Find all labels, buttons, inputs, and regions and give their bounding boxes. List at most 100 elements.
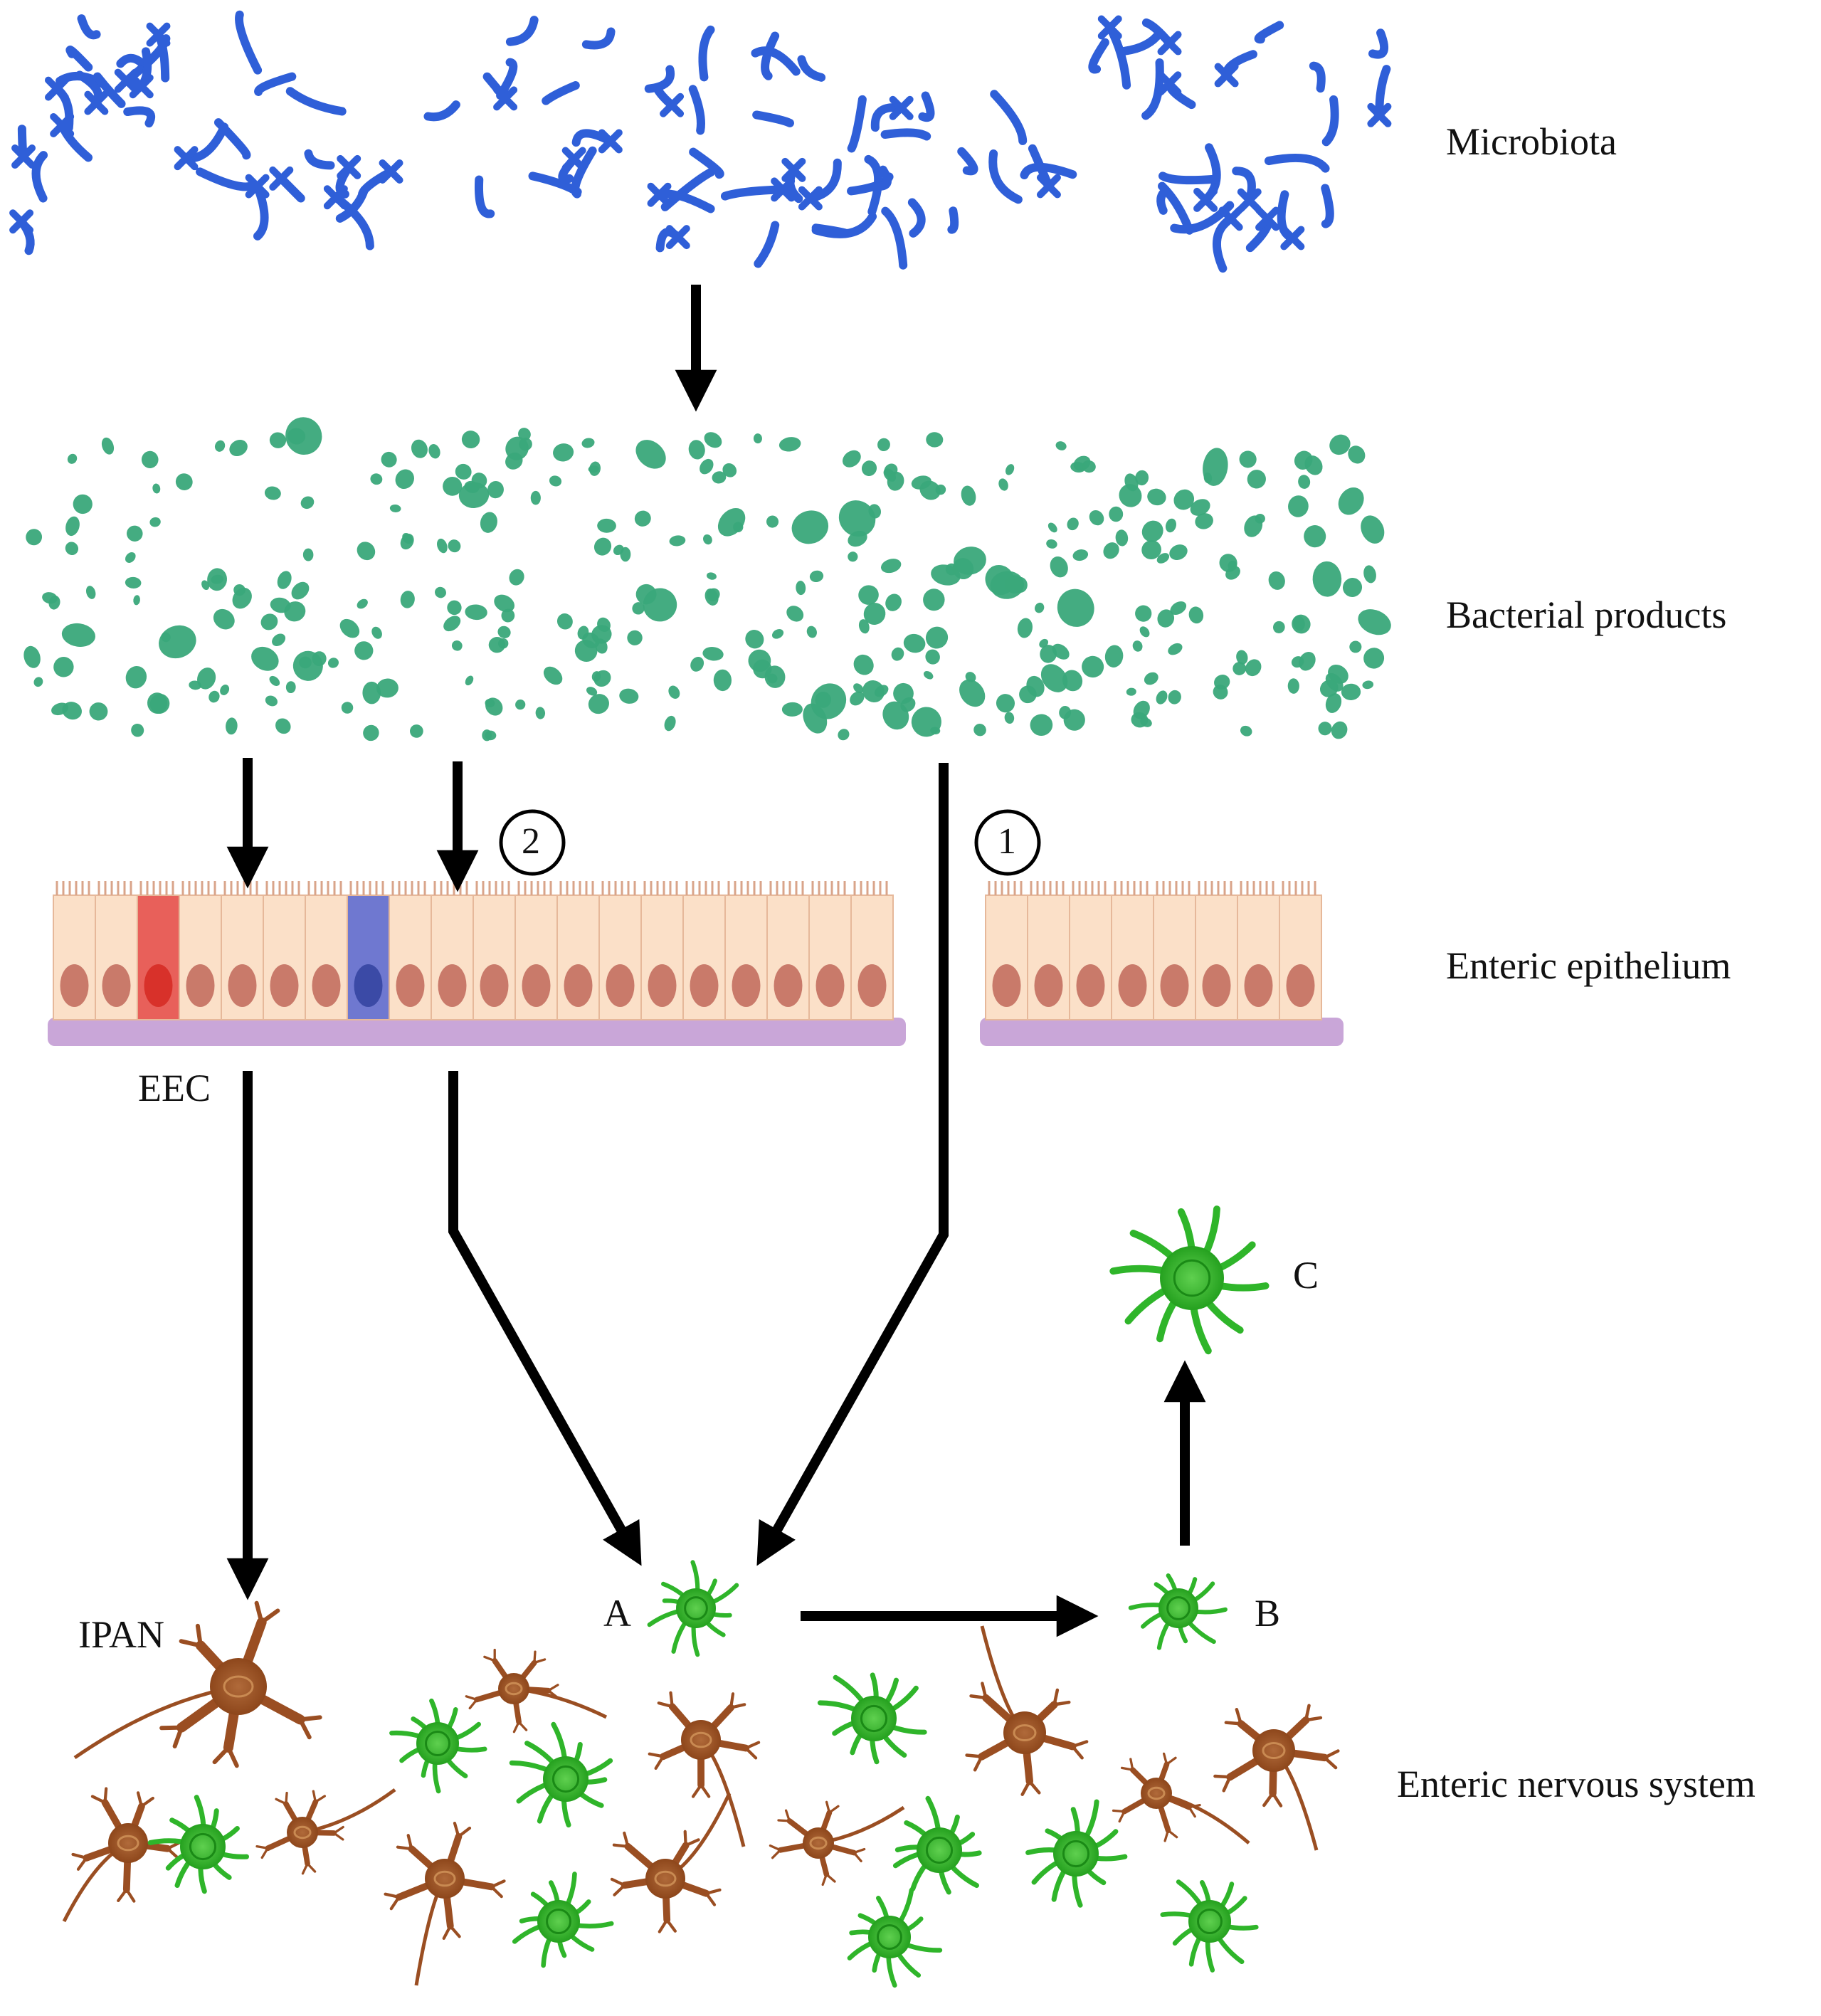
bacterium — [1259, 25, 1280, 39]
bacterial-product — [298, 494, 316, 511]
nucleus — [396, 964, 425, 1007]
bacterial-product — [125, 576, 142, 589]
bacterial-product — [733, 522, 743, 532]
bacterial-product — [783, 603, 807, 625]
bacterial-product — [588, 460, 601, 477]
bacterial-product — [1046, 521, 1059, 534]
bacterial-product — [1341, 683, 1361, 700]
nucleus — [270, 964, 299, 1007]
bacterium — [885, 132, 927, 136]
bacterial-product — [771, 627, 786, 640]
neuron — [967, 1626, 1087, 1795]
bacterial-product — [1348, 640, 1363, 654]
nucleus — [522, 964, 551, 1007]
nucleus — [1077, 964, 1105, 1007]
bacterial-product — [1339, 574, 1366, 601]
label-ipan: IPAN — [78, 1615, 164, 1654]
nucleus — [774, 964, 803, 1007]
bacterial-product — [706, 571, 717, 581]
bacterial-product — [1356, 512, 1389, 547]
nucleus — [102, 964, 131, 1007]
bacterial-product — [389, 504, 401, 512]
bacterial-product — [1146, 487, 1168, 507]
glial-cell — [150, 1798, 246, 1891]
glial-cell — [895, 1798, 979, 1892]
bacterial-product — [1244, 466, 1270, 492]
bacterial-product — [273, 715, 294, 737]
bacterial-product — [445, 537, 463, 554]
bacterium — [1163, 176, 1214, 180]
bacterium — [885, 211, 903, 265]
bacterial-product — [152, 483, 161, 495]
bacterial-product — [1072, 548, 1089, 562]
arrow-pathway-2 — [453, 1071, 633, 1551]
bacterial-product — [778, 436, 801, 453]
bacterium — [308, 154, 330, 166]
bacterial-product — [626, 630, 643, 647]
bacterium — [586, 31, 611, 45]
bacterial-product — [687, 438, 707, 460]
bacterial-product — [902, 632, 927, 655]
bacterial-product — [997, 477, 1010, 492]
bacterial-product — [701, 429, 724, 451]
bacterial-product — [971, 722, 988, 739]
bacterial-product — [369, 472, 384, 486]
bacterium — [994, 94, 1023, 141]
bacterial-product — [369, 625, 384, 640]
bacterial-product — [70, 491, 95, 517]
bacterial-product — [303, 549, 314, 561]
bacterial-product — [630, 434, 671, 475]
nucleus — [1245, 964, 1273, 1007]
bacterial-product — [218, 683, 231, 697]
bacterial-product — [360, 722, 383, 744]
nucleus — [858, 964, 887, 1007]
bacterial-product — [922, 670, 935, 681]
bacterium — [1024, 167, 1072, 175]
bacterium — [1124, 33, 1159, 51]
bacterial-product — [688, 655, 707, 675]
bacterium — [1092, 43, 1105, 70]
bacterial-product — [1236, 448, 1260, 471]
nucleus — [732, 964, 761, 1007]
neuron — [466, 1650, 606, 1731]
bacterial-product — [889, 645, 906, 663]
bacterial-product — [133, 595, 141, 606]
bacterial-product — [1288, 678, 1300, 694]
bacterium — [36, 155, 43, 198]
bacterial-product — [835, 727, 852, 743]
bacterial-product — [213, 439, 227, 453]
bacterial-product — [124, 522, 146, 544]
bacterial-product — [336, 615, 363, 641]
label-bacterial-products: Bacterial products — [1446, 596, 1726, 634]
bacterial-product — [796, 581, 806, 596]
bacterium — [546, 85, 576, 101]
label-node-b: B — [1255, 1594, 1280, 1632]
bacterial-product — [63, 539, 81, 558]
bacterial-product — [1166, 641, 1184, 658]
bacterial-product — [581, 437, 596, 449]
microbiota-layer — [13, 15, 1388, 268]
bacterial-product — [270, 631, 288, 649]
bacterial-product — [63, 514, 82, 537]
bacterial-product — [1295, 649, 1319, 674]
bacterium — [239, 15, 258, 70]
nucleus — [816, 964, 845, 1007]
bacterial-product — [620, 547, 630, 562]
bacterial-product — [258, 611, 281, 633]
bacterial-product — [1329, 719, 1350, 742]
bacterial-product — [513, 697, 527, 712]
bacterial-product — [122, 663, 149, 692]
bacterial-product — [263, 694, 279, 708]
bacterial-product — [669, 534, 686, 547]
bacterial-product — [922, 587, 946, 613]
bacterial-product — [1086, 507, 1107, 529]
bacterial-product — [591, 667, 614, 690]
bacterial-product — [1004, 463, 1016, 476]
bacterial-product — [702, 645, 724, 662]
glial-cell — [514, 1874, 611, 1965]
bacterial-product — [787, 505, 833, 549]
glial-cell — [1113, 1209, 1265, 1351]
bacterium — [290, 91, 342, 111]
nucleus — [690, 964, 719, 1007]
